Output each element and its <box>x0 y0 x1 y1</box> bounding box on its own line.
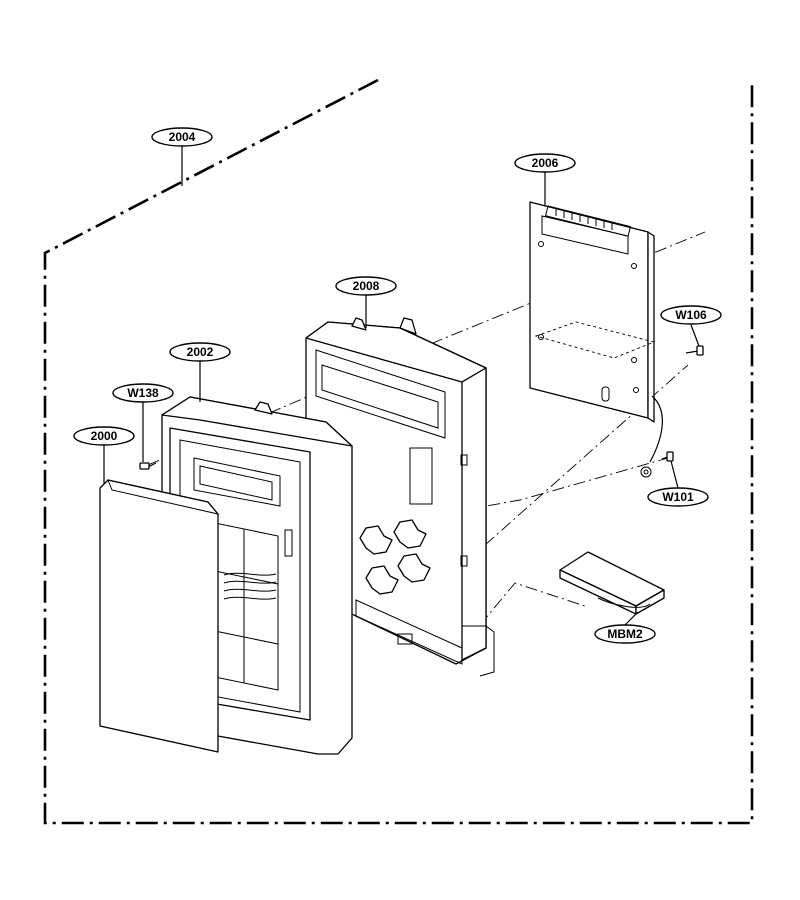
callout-2004-label: 2004 <box>169 130 196 144</box>
pcb-part <box>529 201 656 423</box>
leader-lines <box>103 146 700 626</box>
ground-wire-part <box>640 395 663 478</box>
callout-mbm2-label: MBM2 <box>607 627 643 641</box>
bracket-mbm2-part <box>559 551 665 615</box>
callout-2008: 2008 <box>335 276 397 296</box>
callout-2006-label: 2006 <box>532 156 559 170</box>
callout-w106-label: W106 <box>675 308 707 322</box>
screw-w138 <box>139 462 157 470</box>
callout-w101-label: W101 <box>662 490 694 504</box>
callout-w101: W101 <box>647 487 709 507</box>
callout-w138-label: W138 <box>127 386 159 400</box>
callout-mbm2: MBM2 <box>594 624 656 644</box>
callout-w138: W138 <box>112 383 174 403</box>
callout-2002: 2002 <box>169 342 231 362</box>
callout-w106: W106 <box>660 305 722 325</box>
assembly-boundary <box>43 78 754 825</box>
callout-2000-label: 2000 <box>91 429 118 443</box>
callout-2000: 2000 <box>73 426 135 446</box>
screw-w101 <box>661 451 674 462</box>
callout-2006: 2006 <box>514 153 576 173</box>
callout-2002-label: 2002 <box>187 345 214 359</box>
callout-2008-label: 2008 <box>353 279 380 293</box>
front-panel-part <box>99 479 220 753</box>
callout-2004: 2004 <box>151 127 213 147</box>
screw-w106 <box>685 345 704 356</box>
